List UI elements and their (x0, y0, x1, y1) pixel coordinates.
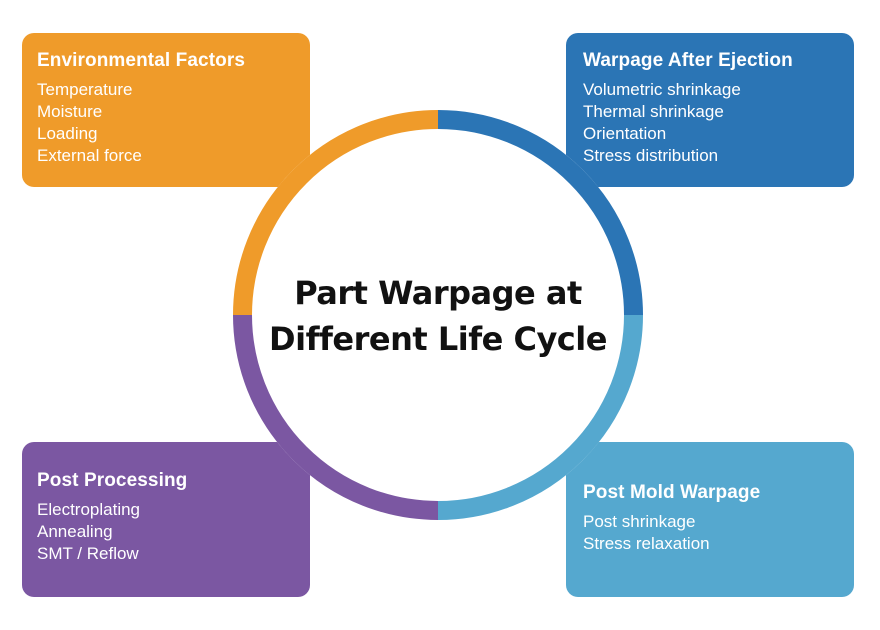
list-item: External force (37, 146, 142, 165)
list-item: Volumetric shrinkage (583, 80, 741, 99)
ring-segment-post-mold (437, 314, 643, 520)
list-item: SMT / Reflow (37, 544, 139, 563)
card-title: Post Processing (37, 470, 188, 491)
warpage-after-ejection-card: Warpage After Ejection Volumetric shrink… (566, 33, 854, 187)
ring-segment-environmental (233, 110, 439, 316)
list-item: Post shrinkage (583, 512, 696, 531)
card-title: Warpage After Ejection (583, 50, 793, 71)
center-title-line-1: Part Warpage at (294, 274, 582, 312)
post-processing-card: Post Processing Electroplating Annealing… (22, 442, 310, 597)
center-title-line-2: Different Life Cycle (269, 320, 607, 358)
list-item: Orientation (583, 124, 667, 143)
center-title: Part Warpage at Different Life Cycle (238, 270, 638, 362)
list-item: Thermal shrinkage (583, 102, 724, 121)
list-item: Electroplating (37, 500, 141, 519)
post-mold-warpage-card: Post Mold Warpage Post shrinkage Stress … (566, 442, 854, 597)
list-item: Annealing (37, 522, 113, 541)
list-item: Temperature (37, 80, 133, 99)
card-title: Post Mold Warpage (583, 482, 761, 503)
list-item: Moisture (37, 102, 103, 121)
ring-segment-after-ejection (437, 110, 643, 316)
environmental-factors-card: Environmental Factors Temperature Moistu… (22, 33, 310, 187)
ring-segment-post-processing (233, 314, 439, 520)
list-item: Stress relaxation (583, 534, 710, 553)
list-item: Stress distribution (583, 146, 719, 165)
ring-backdrop (233, 110, 643, 520)
list-item: Loading (37, 124, 98, 143)
card-title: Environmental Factors (37, 50, 245, 71)
